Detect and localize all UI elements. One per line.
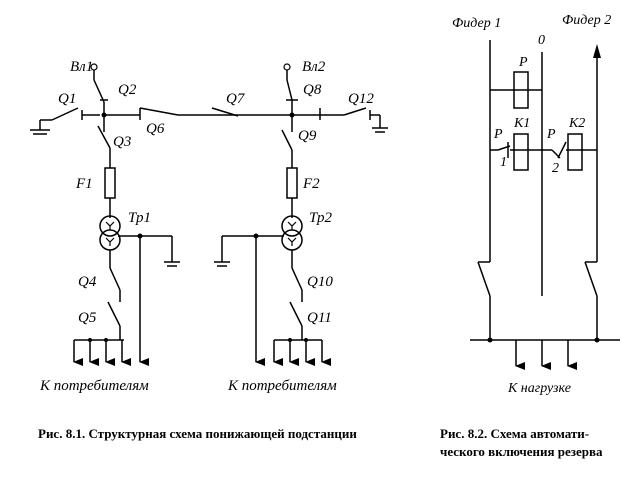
contactor-k2-coil (567, 133, 583, 171)
caption-fig2-line1: Рис. 8.2. Схема автомати- (440, 426, 590, 441)
junction-tr2 (253, 233, 259, 239)
ground-symbol-tr2 (214, 261, 230, 267)
switch-q6 (139, 107, 179, 120)
label-tr2: Тр2 (309, 210, 332, 226)
label-k2: К2 (568, 116, 585, 131)
transformer-tr1 (99, 215, 121, 251)
reserve-switching-schematic: Фидер 1 Фидер 2 0 P P P К1 К2 1 2 К нагр… (452, 13, 620, 396)
junction-tr1 (137, 233, 143, 239)
label-zero: 0 (538, 33, 545, 48)
label-consumers-right: К потребителям (227, 378, 337, 394)
switch-q3 (97, 125, 111, 149)
switch-feeder2 (584, 261, 598, 297)
substation-schematic: Вл1 Вл2 Q1 Q2 Q3 Q6 Q7 Q8 Q9 Q12 F1 F2 Т… (30, 59, 388, 394)
label-f2: F2 (302, 176, 320, 192)
ground-symbol-tr1 (164, 261, 180, 267)
transformer-tr2 (281, 215, 303, 251)
label-load: К нагрузке (507, 381, 571, 396)
label-q3: Q3 (113, 134, 131, 150)
fuse-f1 (104, 167, 116, 199)
label-vl2: Вл2 (302, 59, 326, 75)
label-q6: Q6 (146, 121, 165, 137)
label-p-top: P (518, 55, 528, 70)
switch-q10 (291, 267, 303, 291)
switch-q11 (289, 301, 303, 327)
ground-symbol-q12 (372, 127, 388, 133)
contactor-k1-coil (513, 133, 529, 171)
label-q7: Q7 (226, 91, 246, 107)
label-1: 1 (500, 155, 507, 170)
label-consumers-left: К потребителям (39, 378, 149, 394)
label-q11: Q11 (307, 310, 332, 326)
label-q12: Q12 (348, 91, 374, 107)
label-q10: Q10 (307, 274, 333, 290)
switch-feeder1 (477, 261, 491, 297)
label-q2: Q2 (118, 82, 137, 98)
switch-q1 (39, 107, 83, 130)
switch-q9 (281, 125, 293, 151)
switch-q12 (319, 107, 371, 120)
junction-load-2 (594, 337, 600, 343)
contact-2-stop (557, 141, 567, 159)
relay-p-coil (513, 71, 529, 109)
junction-load-1 (487, 337, 493, 343)
line-terminal-vl2 (283, 63, 291, 71)
switch-q8 (286, 79, 298, 101)
label-q8: Q8 (303, 82, 322, 98)
label-feeder1: Фидер 1 (452, 16, 501, 31)
label-q5: Q5 (78, 310, 97, 326)
label-f1: F1 (75, 176, 93, 192)
feeder2-arrow (593, 44, 601, 58)
switch-q4 (109, 267, 121, 291)
label-feeder2: Фидер 2 (562, 13, 611, 28)
switch-q7 (211, 107, 239, 117)
label-q9: Q9 (298, 128, 317, 144)
label-tr1: Тр1 (128, 210, 151, 226)
switch-q2 (93, 79, 108, 103)
label-q1: Q1 (58, 91, 76, 107)
label-k1: К1 (513, 116, 530, 131)
label-p-left: P (493, 127, 503, 142)
caption-fig2-line2: ческого включения резерва (440, 444, 603, 459)
label-2: 2 (552, 161, 559, 176)
label-q4: Q4 (78, 274, 97, 290)
label-p-right: P (546, 127, 556, 142)
label-vl1: Вл1 (70, 59, 93, 75)
switch-q5 (107, 301, 121, 327)
fuse-f2 (286, 167, 298, 199)
caption-fig1: Рис. 8.1. Структурная схема понижающей п… (38, 426, 357, 441)
ground-symbol-q1 (30, 129, 50, 135)
